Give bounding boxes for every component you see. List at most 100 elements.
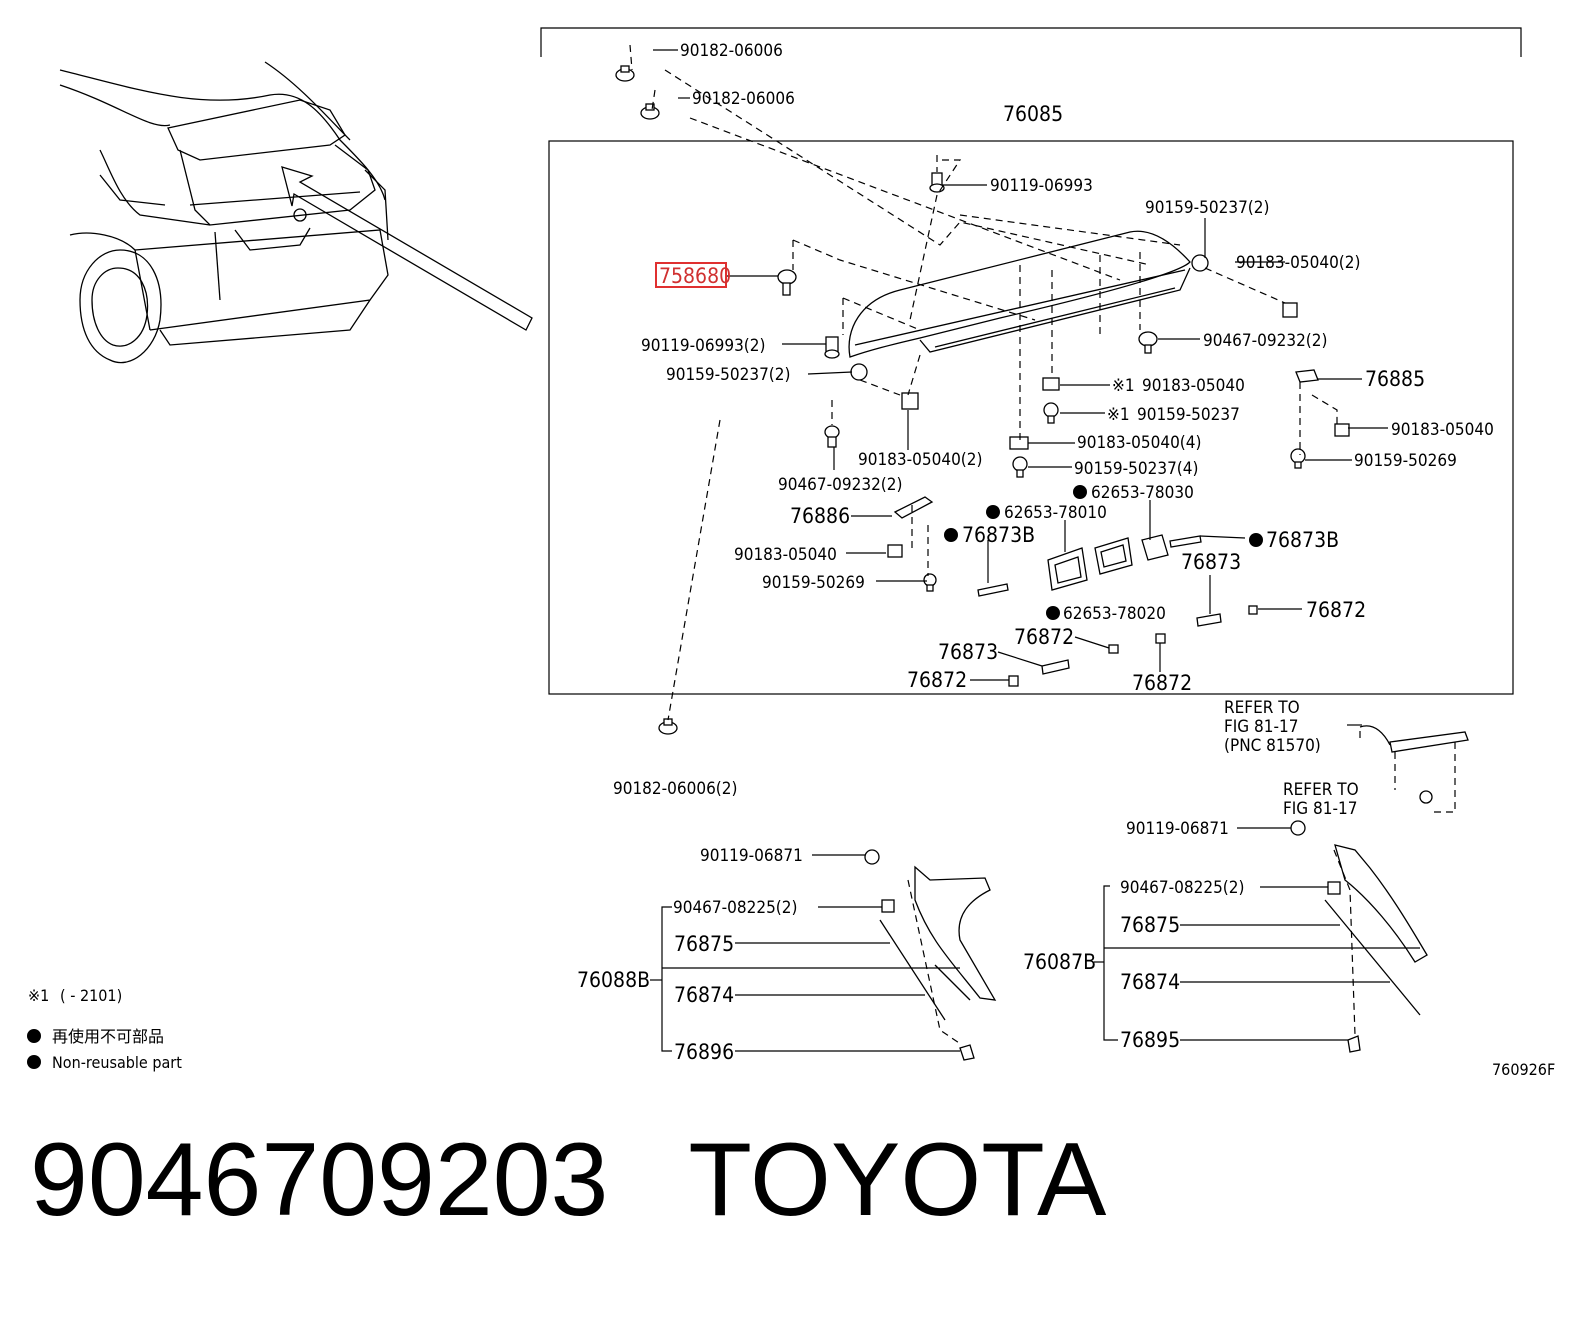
fastener-clip-90467-right (1138, 331, 1158, 354)
grommet-62653-78020 (1094, 537, 1133, 575)
vehicle-rear-sketch (59, 61, 533, 364)
callout-label: 62653-78020 (1063, 604, 1166, 624)
callout-label: 90119-06993(2) (641, 336, 765, 356)
non-reusable-marker (944, 528, 958, 542)
figure-code: 760926F (1492, 1060, 1555, 1079)
callout-label: 90467-09232(2) (778, 475, 902, 495)
fastener-clip-758680 (777, 269, 797, 296)
callout-label: 76872 (907, 668, 967, 692)
fastener-clip-90183-4 (1009, 436, 1029, 450)
pad-76872-a (1248, 605, 1258, 615)
trim-76087B (1290, 820, 1428, 1053)
fastener-clip-90183-right (1282, 302, 1298, 318)
pad-76872-b (1108, 644, 1119, 654)
tape-76873B-right (1169, 535, 1202, 548)
tape-76873-bottom (1041, 659, 1070, 675)
callout-label: 76873B (1266, 528, 1339, 552)
fastener-clip-90183-mid (901, 392, 919, 410)
callout-label: 90183-05040(2) (1236, 253, 1360, 273)
refer-label: FIG 81-17 (1224, 717, 1298, 737)
callout-label: 90182-06006 (692, 89, 795, 109)
tape-76873 (1196, 613, 1222, 627)
stop-lamp-assembly (1359, 725, 1469, 813)
highlight-box (655, 262, 727, 288)
refer-label: (PNC 81570) (1224, 736, 1321, 756)
refer-label: FIG 81-17 (1283, 799, 1357, 819)
fastener-nut-90159-s1 (1043, 402, 1059, 424)
fastener-clip-90182-b (640, 103, 660, 120)
pad-76872-c (1155, 633, 1166, 644)
non-reusable-marker (1046, 606, 1060, 620)
callout-label: 76872 (1306, 598, 1366, 622)
dashed-reference-lines (629, 44, 1361, 1046)
callout-label: 90159-50269 (1354, 451, 1457, 471)
callout-label: 90159-50237 (1137, 405, 1240, 425)
trim-76088B (864, 849, 997, 1061)
grommet-62653-78010 (1047, 547, 1088, 591)
fastener-clip-90183-r2 (1334, 423, 1350, 437)
legend-dot-cn (27, 1029, 41, 1043)
callout-label: 76895 (1120, 1028, 1180, 1052)
fastener-clip-90183-l3 (887, 544, 903, 558)
callout-label: 76886 (790, 504, 850, 528)
refer-label: REFER TO (1224, 698, 1300, 718)
callout-label: 90183-05040 (1142, 376, 1245, 396)
note-symbol: ※1 (28, 986, 49, 1005)
callout-label: 76873 (1181, 550, 1241, 574)
callout-label: 90119-06871 (700, 846, 803, 866)
fastener-clip-90182-bottom (658, 718, 678, 735)
callout-label: 76872 (1014, 625, 1074, 649)
callout-label: 62653-78010 (1004, 503, 1107, 523)
callout-label: 76875 (674, 932, 734, 956)
fastener-clip-90119-left (824, 336, 840, 359)
callout-label: 90182-06006(2) (613, 779, 737, 799)
non-reusable-marker (986, 505, 1000, 519)
pad-76872-d (1008, 675, 1019, 687)
note-range: ( - 2101) (60, 986, 122, 1005)
callout-label: 90159-50237(4) (1074, 459, 1198, 479)
callout-label: 76875 (1120, 913, 1180, 937)
leader-lines (650, 49, 1420, 1052)
callout-label: 62653-78030 (1091, 483, 1194, 503)
callout-label: 76874 (674, 983, 734, 1007)
callout-label: 90119-06993 (990, 176, 1093, 196)
tape-76873B-left (977, 583, 1009, 597)
callout-label: 90183-05040 (1391, 420, 1494, 440)
callout-label: 90159-50237(2) (1145, 198, 1269, 218)
refer-label: REFER TO (1283, 780, 1359, 800)
bracket-76886 (893, 496, 934, 519)
callout-label: ※1 (1112, 376, 1135, 396)
callout-label: 76088B (577, 968, 650, 992)
legend-non-reusable-cn: 再使用不可部品 (52, 1027, 164, 1046)
non-reusable-marker (1073, 485, 1087, 499)
assembly-box-76085 (548, 140, 1514, 695)
callout-label: 90467-09232(2) (1203, 331, 1327, 351)
fastener-nut-90159-left (850, 363, 868, 381)
legend-dot-en (27, 1055, 41, 1069)
callout-label: 90183-05040 (734, 545, 837, 565)
callout-label: 76087B (1023, 950, 1096, 974)
callout-label: ※1 (1107, 405, 1130, 425)
callout-label: 90183-05040(2) (858, 450, 982, 470)
legend-non-reusable-en: Non-reusable part (52, 1053, 182, 1072)
callout-label: 76085 (1003, 102, 1063, 126)
callout-label: 76873B (962, 523, 1035, 547)
callout-label: 90183-05040(4) (1077, 433, 1201, 453)
callout-label: 76873 (938, 640, 998, 664)
callout-label: 76885 (1365, 367, 1425, 391)
fastener-nut-90159-r2 (1290, 448, 1306, 469)
callout-label: 76874 (1120, 970, 1180, 994)
callout-label: 90159-50269 (762, 573, 865, 593)
fastener-nut-90159-4 (1012, 456, 1028, 478)
grommet-62653-78030 (1141, 534, 1169, 561)
callout-label: 90467-08225(2) (1120, 878, 1244, 898)
part-number: 9046709203 (30, 1122, 609, 1238)
fastener-clip-90183-s1 (1042, 377, 1060, 391)
callout-label: 76896 (674, 1040, 734, 1064)
callout-label: 76872 (1132, 671, 1192, 695)
callout-label: 90467-08225(2) (673, 898, 797, 918)
fastener-nut-90159-right (1191, 254, 1209, 272)
